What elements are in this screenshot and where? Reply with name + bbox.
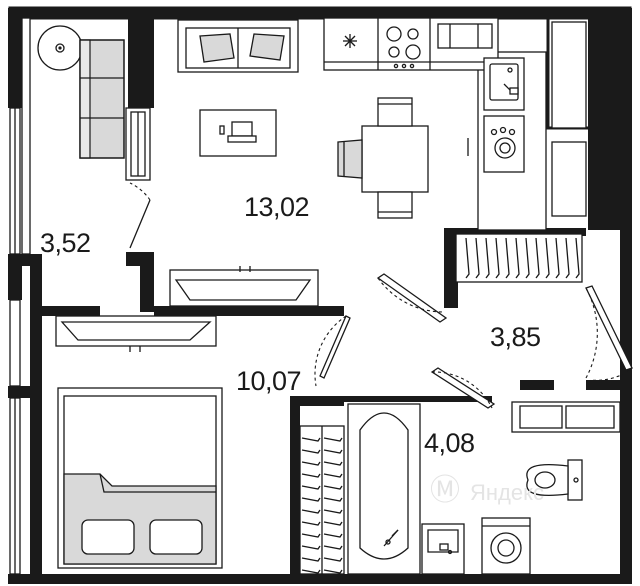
chair-icon [337, 139, 363, 179]
room-area-balcony: 3,52 [40, 228, 91, 258]
pillow-icon [249, 33, 285, 61]
sofa-icon [79, 39, 125, 159]
tv-cabinet-icon [125, 107, 151, 181]
sofa-icon [177, 19, 299, 73]
wardrobe-icon [511, 401, 621, 433]
fridge-icon [343, 34, 357, 48]
toilet-icon [526, 459, 583, 501]
watermark: Ⓜ Яндекс [430, 474, 544, 507]
pillow-icon [149, 519, 203, 555]
stove-icon [323, 17, 499, 71]
wardrobe-icon [299, 425, 345, 575]
sink-icon [483, 57, 525, 111]
outer-walls [8, 6, 632, 584]
tv-cabinet-icon [55, 315, 217, 352]
bathtub-icon [347, 403, 421, 575]
room-area-hallway: 3,85 [490, 322, 541, 352]
dining-table-icon [361, 125, 429, 193]
room-area-living-kitchen: 13,02 [244, 192, 309, 222]
chair-icon [377, 191, 413, 219]
wardrobe-icon [455, 233, 583, 283]
svg-text:Яндекс: Яндекс [470, 480, 544, 505]
pillow-icon [81, 519, 135, 555]
room-area-bathroom: 4,08 [424, 428, 475, 458]
washing-machine-icon [481, 517, 531, 575]
chair-icon [377, 97, 413, 127]
sink-icon [421, 523, 465, 575]
laptop-icon [199, 109, 277, 157]
doors [129, 182, 633, 409]
bed-icon [57, 387, 223, 569]
tv-cabinet-icon [169, 266, 319, 307]
stove-icon [467, 115, 525, 173]
svg-text:Ⓜ: Ⓜ [430, 474, 460, 507]
pillow-icon [199, 33, 235, 63]
round-table-icon [37, 25, 83, 71]
room-area-bedroom: 10,07 [236, 366, 301, 396]
